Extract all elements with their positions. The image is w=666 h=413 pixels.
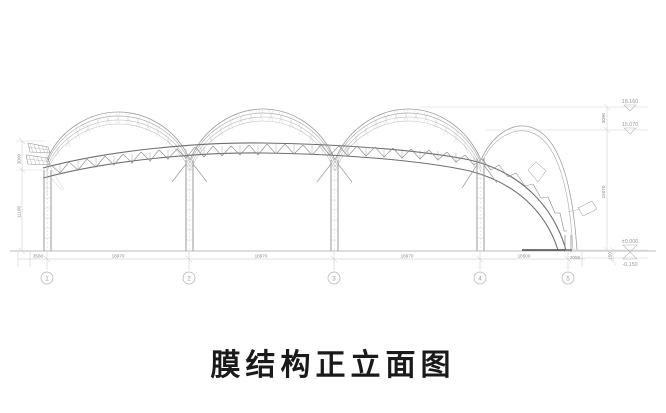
dim-label-150: 150 (608, 252, 613, 260)
elevation-marker-0000: ±0.000 (622, 239, 638, 260)
membrane-arch-bays (46, 108, 578, 251)
right-vertical-dimension-chain: 3090 15070 150 (601, 103, 617, 266)
dim-label-bay-4: 18500 (518, 254, 531, 259)
grid-bubble-5[interactable]: 5 (561, 271, 575, 285)
dim-label-3000: 3000 (17, 153, 22, 164)
grid-bubble-label-1: 1 (45, 276, 49, 282)
dim-label-bay-1: 18970 (112, 254, 125, 259)
elevation-triangle-icon (622, 244, 638, 253)
elevation-label-18160: 18.160 (622, 99, 639, 105)
grid-bubble-3[interactable]: 3 (327, 271, 341, 285)
grid-bubbles: 1 2 3 4 5 (40, 271, 575, 285)
grid-bubble-label-3: 3 (332, 276, 336, 282)
grid-bubble-1[interactable]: 1 (40, 271, 54, 285)
right-end-membrane-detail (527, 161, 598, 217)
grid-bubble-label-4: 4 (478, 276, 482, 282)
grid-bubble-label-5: 5 (566, 276, 570, 282)
right-elevation-markers: 18.160 15.070 ±0.000 -0.150 (420, 99, 648, 268)
elevation-label-n0150: -0.150 (622, 262, 637, 268)
column-grid-1 (43, 170, 63, 251)
column-grid-3 (316, 160, 353, 251)
membrane-arch-bay-4 (480, 125, 578, 251)
elevation-label-15070: 15.070 (622, 122, 639, 128)
drawing-title: 膜结构正立面图 (210, 348, 456, 383)
grid-bubble-label-2: 2 (187, 276, 191, 282)
dim-label-11100: 11100 (17, 206, 22, 219)
grid-bubble-2[interactable]: 2 (182, 271, 196, 285)
dim-label-2056: 2056 (570, 255, 581, 260)
horizontal-dimension-string: 3560 18970 18970 18970 18500 2056 (17, 252, 585, 270)
dim-label-3090: 3090 (601, 112, 606, 123)
main-truss (42, 142, 567, 251)
dim-label-bay-3: 18970 (401, 254, 414, 259)
structural-columns (43, 158, 572, 252)
elevation-marker-18160: 18.160 (622, 99, 639, 112)
left-end-membrane-fan (25, 142, 65, 195)
left-vertical-dimensions: 3000 11100 (16, 137, 45, 255)
membrane-arch-bay-2 (189, 108, 336, 172)
elevation-marker-15070: 15.070 (622, 122, 639, 135)
ground-line (10, 249, 656, 252)
column-grid-4 (461, 158, 498, 251)
dim-label-3560: 3560 (33, 254, 44, 259)
column-grid-2 (171, 160, 208, 251)
elevation-marker-n0150: -0.150 (622, 262, 637, 268)
elevation-label-0000: ±0.000 (622, 239, 638, 245)
dim-label-bay-2: 18970 (255, 254, 268, 259)
membrane-arch-bay-3 (334, 108, 482, 172)
elevation-triangle-icon (623, 104, 637, 112)
elevation-triangle-icon (622, 251, 638, 260)
elevation-triangle-icon (623, 127, 637, 135)
dim-label-15070: 15070 (601, 185, 606, 198)
column-grid-5 (564, 235, 572, 252)
membrane-arch-bay-1 (46, 111, 191, 172)
grid-bubble-4[interactable]: 4 (473, 271, 487, 285)
